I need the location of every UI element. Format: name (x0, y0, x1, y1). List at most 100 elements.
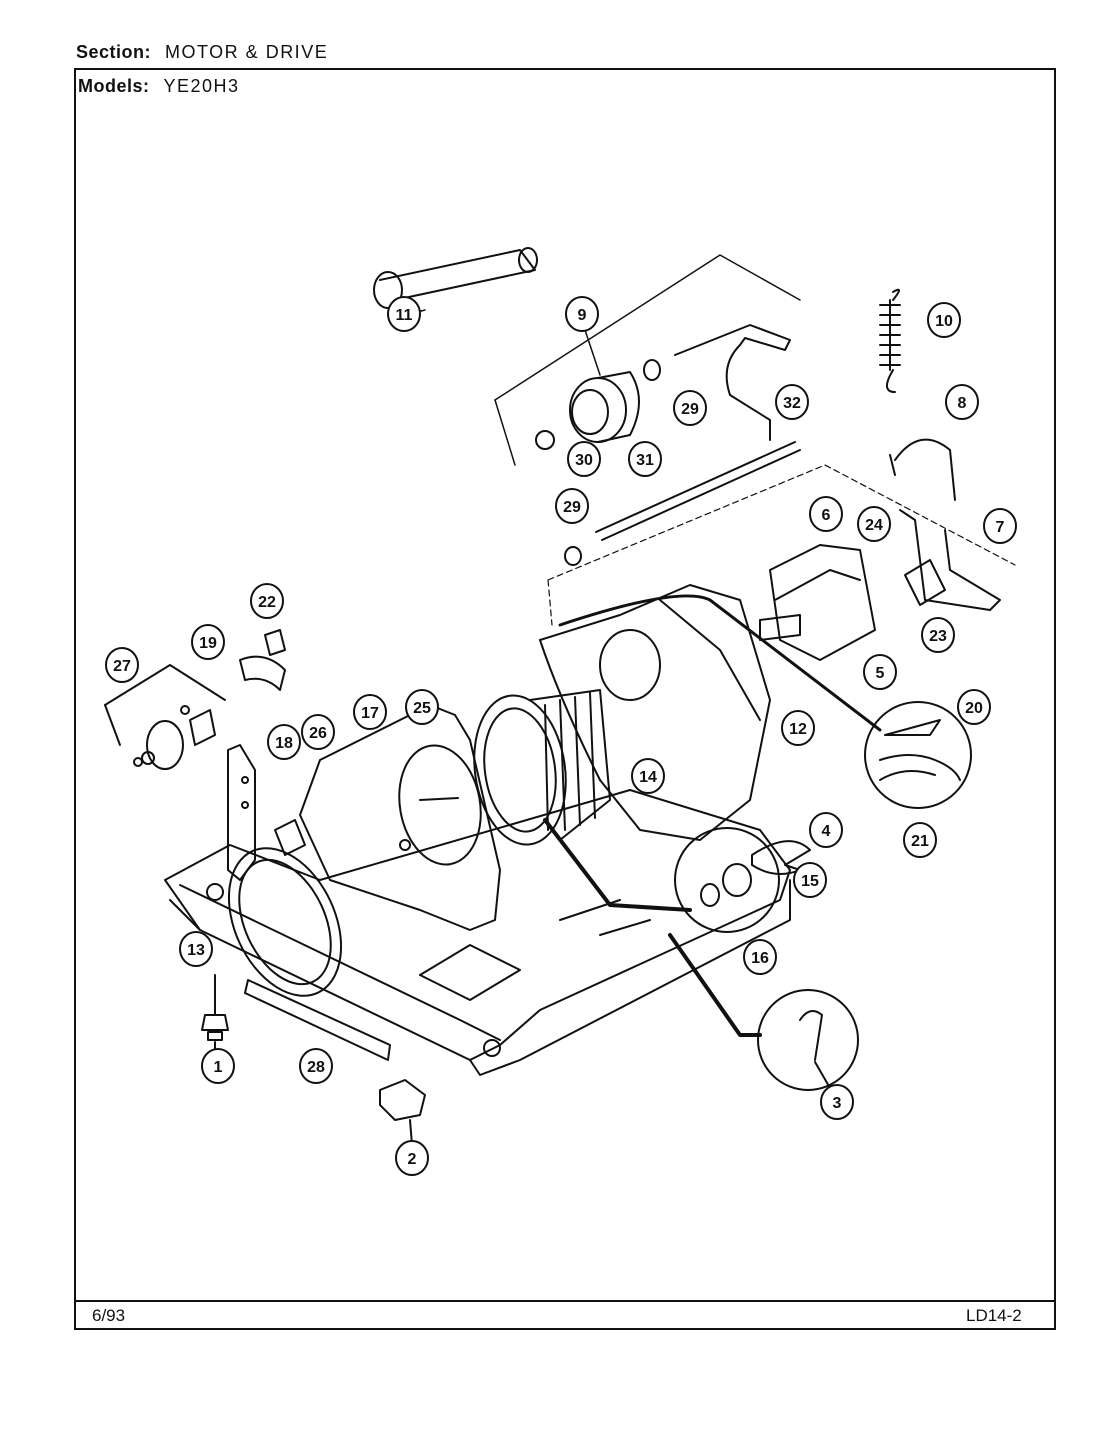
callout-circle (628, 441, 662, 477)
callout-30: 30 (567, 441, 601, 477)
callout-29: 29 (673, 390, 707, 426)
idler-pulley (569, 371, 640, 443)
callout-32: 32 (775, 384, 809, 420)
retainer (535, 430, 555, 450)
callout-number: 23 (929, 628, 947, 645)
motor (759, 544, 876, 661)
switch (274, 819, 306, 856)
leveling-leg (201, 974, 229, 1041)
callout-29: 29 (555, 488, 589, 524)
drive-belt (558, 594, 882, 732)
callout-number: 29 (563, 499, 581, 516)
callout-number: 18 (275, 735, 293, 752)
callout-number: 17 (361, 705, 379, 722)
drum-housing (539, 584, 771, 841)
callout-22: 22 (250, 583, 284, 619)
callout-circle (555, 488, 589, 524)
callout-11: 11 (387, 296, 421, 332)
callout-circle (191, 624, 225, 660)
callout-number: 3 (833, 1095, 842, 1112)
callout-6: 6 (809, 496, 843, 532)
leader-bracket-9 (494, 254, 801, 401)
washer-lower (564, 546, 582, 566)
callout-number: 2 (408, 1151, 417, 1168)
callout-number: 22 (258, 594, 276, 611)
callout-circle (301, 714, 335, 750)
callout-circle (863, 654, 897, 690)
callout-15: 15 (793, 862, 827, 898)
callout-number: 24 (865, 517, 883, 534)
clip (379, 1079, 426, 1121)
section-value: MOTOR & DRIVE (165, 42, 329, 62)
callout-number: 30 (575, 452, 593, 469)
callout-number: 4 (822, 823, 831, 840)
callout-7: 7 (983, 508, 1017, 544)
callout-24: 24 (857, 506, 891, 542)
callout-31: 31 (628, 441, 662, 477)
callout-circle (775, 384, 809, 420)
callout-10: 10 (927, 302, 961, 338)
idler-assembly (104, 664, 226, 770)
callout-number: 7 (996, 519, 1005, 536)
models-value: YE20H3 (163, 76, 240, 96)
callout-27: 27 (105, 647, 139, 683)
callout-8: 8 (945, 384, 979, 420)
left-bracket (227, 744, 256, 881)
callout-number: 12 (789, 721, 807, 738)
callout-number: 8 (958, 395, 967, 412)
callout-number: 19 (199, 635, 217, 652)
footer-rule (74, 1300, 1056, 1302)
callout-number: 9 (578, 307, 587, 324)
diagram-frame (74, 68, 1056, 1330)
callout-number: 32 (783, 395, 801, 412)
cover-plate (751, 840, 811, 875)
callout-circle (921, 617, 955, 653)
callout-number: 10 (935, 313, 953, 330)
tension-spring (879, 288, 901, 393)
callout-circle (673, 390, 707, 426)
callout-number: 20 (965, 700, 983, 717)
callout-circle (945, 384, 979, 420)
callout-number: 1 (214, 1059, 223, 1076)
callout-number: 15 (801, 873, 819, 890)
callout-circle (927, 302, 961, 338)
callout-circle (201, 1048, 235, 1084)
callout-circle (983, 508, 1017, 544)
callout-2: 2 (395, 1140, 429, 1176)
motor-clamp (889, 438, 956, 501)
callout-number: 13 (187, 942, 205, 959)
callout-13: 13 (179, 931, 213, 967)
callout-circle (857, 506, 891, 542)
callout-28: 28 (299, 1048, 333, 1084)
section-heading: Section: MOTOR & DRIVE (76, 42, 328, 63)
detail-circle-20 (864, 701, 972, 809)
callout-9: 9 (565, 296, 599, 332)
callout-circle (631, 758, 665, 794)
callout-number: 28 (307, 1059, 325, 1076)
callout-circle (353, 694, 387, 730)
callout-20: 20 (957, 689, 991, 725)
callout-circle (105, 647, 139, 683)
callout-number: 27 (113, 658, 131, 675)
callout-circle (957, 689, 991, 725)
callout-12: 12 (781, 710, 815, 746)
callout-21: 21 (903, 822, 937, 858)
callout-circle (299, 1048, 333, 1084)
bearing-pad (239, 655, 286, 691)
callout-5: 5 (863, 654, 897, 690)
callout-1: 1 (201, 1048, 235, 1084)
callout-16: 16 (743, 939, 777, 975)
callout-circle (565, 296, 599, 332)
support-bar (244, 979, 391, 1061)
callout-number: 16 (751, 950, 769, 967)
callout-circle (809, 812, 843, 848)
section-label: Section: (76, 42, 152, 62)
models-label: Models: (78, 76, 150, 96)
callout-number: 29 (681, 401, 699, 418)
callout-circle (793, 862, 827, 898)
callout-25: 25 (405, 689, 439, 725)
callout-number: 31 (636, 452, 654, 469)
idler-arm (595, 324, 801, 541)
callout-circle (395, 1140, 429, 1176)
